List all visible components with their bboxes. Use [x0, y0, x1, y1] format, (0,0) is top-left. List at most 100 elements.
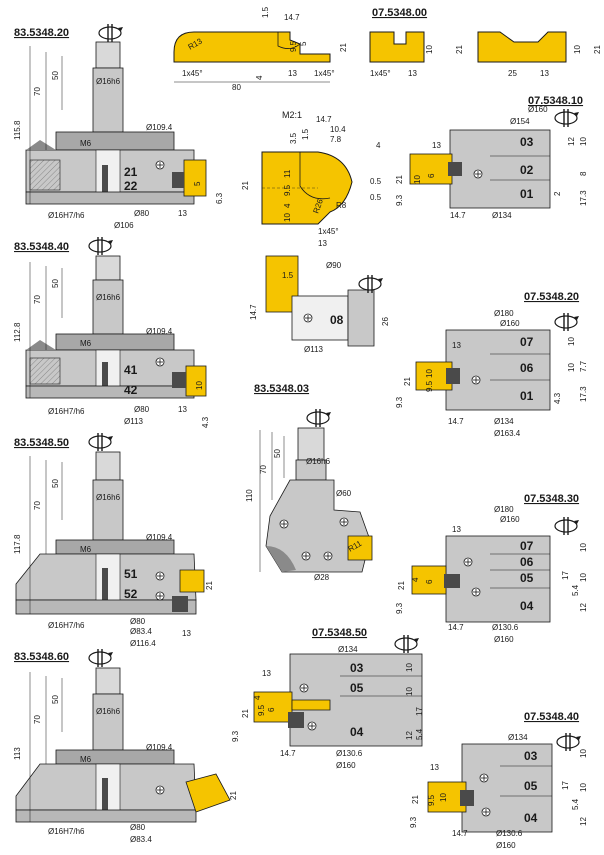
dim: M6: [80, 139, 92, 148]
dim: 14.7: [280, 749, 296, 758]
part-num: 04: [520, 599, 534, 613]
dim: 9.5: [427, 794, 436, 806]
dim: 21: [455, 45, 464, 54]
dim: 21: [397, 581, 406, 590]
tool-83-5348-60: 83.5348.60 113 70 50 Ø16h6 Ø109.4 M6 Ø16…: [13, 648, 238, 844]
dim: 3.5: [289, 132, 298, 144]
dim: 21: [241, 181, 250, 190]
dim: 14.7: [316, 115, 332, 124]
dim: 0.5: [370, 193, 382, 202]
dim: 9.5: [283, 184, 292, 196]
dim: 4.3: [201, 416, 210, 428]
dim: 50: [51, 279, 60, 288]
dim: Ø160: [336, 761, 356, 770]
set-07-5348-50: 07.5348.50 03 05 04 Ø134 13 10 17 10 12 …: [231, 627, 424, 770]
dim: 9.5: [425, 380, 434, 392]
dim: 9.3: [395, 194, 404, 206]
code-label: 07.5348.40: [524, 711, 579, 723]
dim: 10.4: [330, 125, 346, 134]
dim: 7.7: [579, 360, 588, 372]
dim: 14.7: [450, 211, 466, 220]
dim: Ø134: [508, 733, 528, 742]
dim: M6: [80, 755, 92, 764]
dim: Ø134: [338, 645, 358, 654]
dim: 10: [413, 175, 422, 184]
tool-83-5348-20: 83.5348.20 115.8 70 50 Ø16h6 Ø109.4 M6 2…: [13, 23, 224, 230]
dim: 10: [579, 783, 588, 792]
dim: 25: [508, 69, 517, 78]
dim: Ø16h6: [96, 493, 121, 502]
dim: Ø16H7/h6: [48, 621, 85, 630]
scale-label: M2:1: [282, 110, 302, 120]
code-label: 83.5348.50: [14, 437, 69, 449]
dim: Ø180: [494, 505, 514, 514]
dim: Ø109.4: [146, 327, 173, 336]
dim: Ø109.4: [146, 533, 173, 542]
dim: 4.3: [553, 392, 562, 404]
dim: Ø113: [124, 417, 144, 426]
part-num: 42: [124, 383, 138, 397]
dim: 9.5: [289, 40, 298, 52]
dim: 8: [579, 171, 588, 176]
dim: 11: [283, 169, 292, 178]
set-07-5348-40: 07.5348.40 03 05 04 Ø134 13 10 17 10 12 …: [409, 711, 588, 850]
dim: 110: [245, 489, 254, 502]
dim: 50: [51, 71, 60, 80]
dim: 4: [376, 141, 381, 150]
set-07-5348-30: 07.5348.30 07 06 05 04 Ø180 Ø160 13 10 1…: [395, 493, 588, 644]
dim: Ø130.6: [496, 829, 523, 838]
dim: 70: [33, 295, 42, 304]
dim: Ø116.4: [130, 639, 156, 648]
dim: 10: [579, 573, 588, 582]
dim: Ø16H7/h6: [48, 407, 85, 416]
dim: 9.5: [257, 704, 266, 716]
dim: Ø160: [500, 515, 520, 524]
cutter-83-5348-03: 83.5348.03 110 70 50 Ø16h6 Ø60 R11 Ø28: [245, 383, 373, 582]
dim: 14.7: [284, 13, 300, 22]
dim: 50: [273, 449, 282, 458]
profiles-07-5348-00: 07.5348.00 10 21 13 1x45° 10 21 25 13: [369, 7, 602, 78]
dim: M6: [80, 339, 92, 348]
dim: Ø160: [494, 635, 514, 644]
dim: 13: [178, 405, 187, 414]
dim: 12: [567, 137, 576, 146]
detail-m2-1: M2:1 14.7 10.4 7.8 3.5 1.5 4 11 9.5 4 10…: [241, 110, 382, 248]
dim: 21: [339, 43, 348, 52]
dim: 1x45°: [370, 69, 391, 78]
dim: 21: [403, 377, 412, 386]
dim: Ø80: [134, 405, 150, 414]
dim: Ø83.4: [130, 835, 152, 844]
dim: 2: [553, 191, 562, 196]
dim: 4: [411, 577, 420, 582]
dim: 13: [178, 209, 187, 218]
dim: 13: [408, 69, 417, 78]
dim: 21: [205, 581, 214, 590]
dim: Ø130.6: [336, 749, 363, 758]
dim: 21: [411, 795, 420, 804]
dim: 70: [259, 465, 268, 474]
dim: Ø16h6: [306, 457, 331, 466]
dim: 1.5: [261, 6, 270, 18]
dim: Ø16h6: [96, 77, 121, 86]
dim: 12: [579, 817, 588, 826]
dim: 5.4: [415, 728, 424, 740]
dim: 17: [561, 571, 570, 580]
top-profile: 14.7 1.5 R13 9.5 5 21 1x45° 4 13 1x45° 8…: [173, 6, 348, 92]
dim: Ø83.4: [130, 627, 152, 636]
dim: Ø16h6: [96, 707, 121, 716]
dim: 17.3: [579, 386, 588, 402]
dim: 17.3: [579, 190, 588, 206]
dim: Ø109.4: [146, 743, 173, 752]
dim: 113: [13, 747, 22, 760]
dim: Ø130.6: [492, 623, 519, 632]
dim: 5: [299, 41, 308, 46]
dim: Ø113: [304, 345, 324, 354]
part-num: 03: [524, 749, 538, 763]
dim: 13: [452, 525, 461, 534]
dim: 6: [427, 173, 436, 178]
dim: 1x45°: [318, 227, 339, 236]
dim: 13: [432, 141, 441, 150]
dim: Ø80: [130, 617, 146, 626]
code-label: 83.5348.03: [254, 383, 309, 395]
dim: 5: [193, 181, 202, 186]
